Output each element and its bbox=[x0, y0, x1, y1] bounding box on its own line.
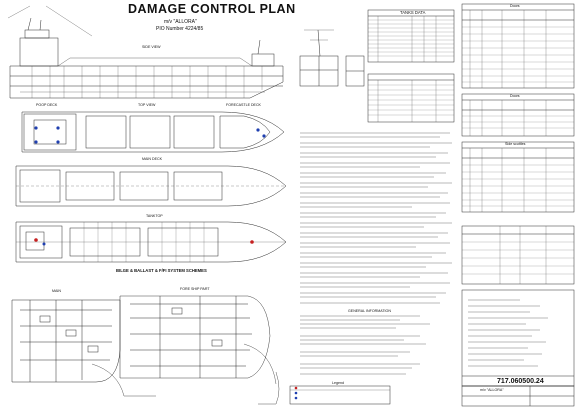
tanks-data-table bbox=[367, 9, 455, 123]
title-block-vessel: m/v "ALLORA" bbox=[480, 388, 504, 392]
main-part-label: MAIN bbox=[52, 289, 61, 293]
legend-heading: Legend bbox=[332, 381, 344, 385]
cross-section-views bbox=[299, 29, 365, 87]
tanktop-label: TANKTOP bbox=[146, 214, 163, 218]
bilge-schemes-heading: BILGE & BALLAST & F/FI SYSTEM SCHEMES bbox=[116, 268, 207, 273]
notes-text-lines bbox=[300, 132, 548, 375]
side-scuttles-heading: Side scuttles bbox=[505, 142, 526, 146]
poop-deck-label: POOP DECK bbox=[36, 103, 58, 107]
plan-title: DAMAGE CONTROL PLAN bbox=[128, 2, 296, 16]
side-view-label: SIDE VIEW bbox=[142, 45, 161, 49]
main-deck-label: MAIN DECK bbox=[142, 157, 162, 161]
drawing-number: 717.060500.24 bbox=[497, 378, 544, 385]
side-view-drawing bbox=[7, 5, 284, 99]
fore-ship-part-label: FORE SHIP PART bbox=[180, 287, 210, 291]
top-view-label: TOP VIEW bbox=[138, 103, 156, 107]
forecastle-deck-label: FORECASTLE DECK bbox=[226, 103, 261, 107]
general-information-heading: GENERAL INFORMATION bbox=[348, 309, 391, 313]
legend-box bbox=[289, 385, 391, 405]
tanks-data-heading: TANKS DATA bbox=[400, 10, 426, 15]
top-view-drawing bbox=[21, 111, 285, 153]
main-deck-drawing bbox=[15, 165, 287, 207]
doors-table-heading: Doors bbox=[510, 4, 520, 8]
equipment-markers bbox=[34, 126, 298, 400]
fore-ship-part-drawing bbox=[119, 295, 280, 405]
vessel-name: m/v "ALLORA" bbox=[164, 19, 197, 25]
doors-table-heading-2: Doors bbox=[510, 94, 520, 98]
project-number: PIO Number 4224/85 bbox=[156, 26, 204, 32]
tanktop-drawing bbox=[15, 221, 287, 263]
bilge-scheme-main-drawing bbox=[11, 299, 156, 397]
doors-and-scuttles-tables bbox=[461, 3, 575, 407]
